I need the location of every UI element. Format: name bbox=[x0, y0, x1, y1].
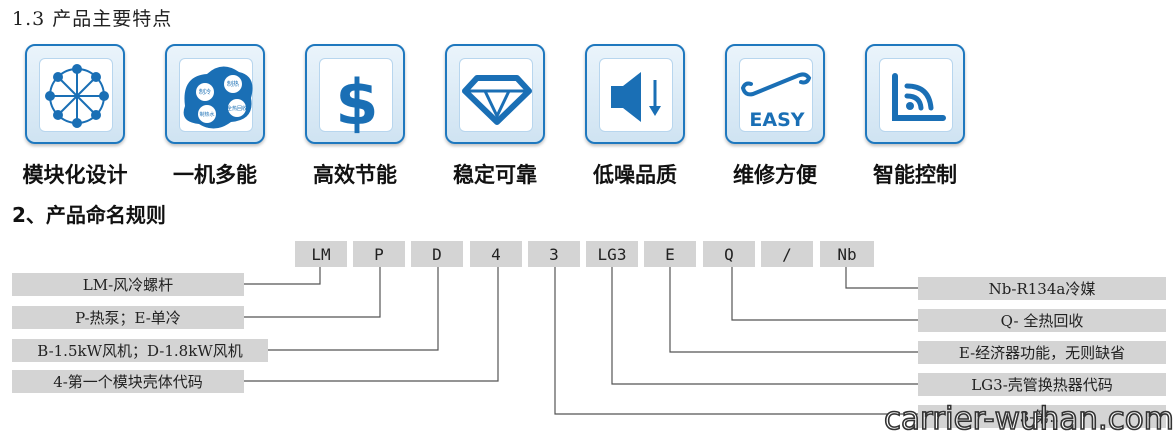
bubble-heat-recovery: 全热回收 bbox=[227, 105, 247, 112]
easy-badge: EASY bbox=[749, 109, 804, 131]
feature-label-maintenance: 维修方便 bbox=[733, 163, 817, 187]
code-part-p: P bbox=[353, 241, 405, 267]
section-title-naming: 2、产品命名规则 bbox=[12, 203, 166, 227]
feature-tile-multi-function: 制冷 制热 全热回收 制热水 bbox=[165, 44, 265, 144]
code-part-lg3: LG3 bbox=[586, 241, 638, 267]
desc-3: 3-第… bbox=[918, 405, 1166, 428]
dollar-icon: $ bbox=[335, 66, 378, 139]
wrench-easy-icon: EASY bbox=[740, 72, 812, 131]
feature-tile-reliability bbox=[445, 44, 545, 144]
desc-q: Q- 全热回收 bbox=[918, 309, 1166, 332]
feature-label-multi-function: 一机多能 bbox=[173, 163, 257, 187]
desc-nb: Nb-R134a冷媒 bbox=[918, 277, 1166, 300]
feature-tile-modular bbox=[25, 44, 125, 144]
svg-text:$: $ bbox=[335, 66, 378, 139]
code-part-lm: LM bbox=[295, 241, 347, 267]
feature-tile-maintenance: EASY bbox=[725, 44, 825, 144]
bubble-heating: 制热 bbox=[227, 80, 239, 88]
code-part-e: E bbox=[644, 241, 696, 267]
desc-e: E-经济器功能，无则缺省 bbox=[918, 341, 1166, 364]
code-part-q: Q bbox=[703, 241, 755, 267]
code-part-nb: Nb bbox=[820, 241, 874, 267]
feature-label-smart-control: 智能控制 bbox=[873, 163, 957, 187]
feature-tile-smart-control bbox=[865, 44, 965, 144]
section-title-features: 1.3 产品主要特点 bbox=[12, 8, 173, 30]
low-noise-icon bbox=[611, 72, 661, 122]
desc-4: 4-第一个模块壳体代码 bbox=[12, 370, 244, 393]
feature-tile-low-noise bbox=[585, 44, 685, 144]
code-part-slash: / bbox=[761, 241, 813, 267]
code-part-4: 4 bbox=[470, 241, 522, 267]
bubble-cooling: 制冷 bbox=[199, 88, 211, 96]
desc-d: B-1.5kW风机；D-1.8kW风机 bbox=[12, 339, 268, 362]
watermark: carrier-wuhan.com bbox=[883, 400, 1175, 438]
diamond-icon bbox=[462, 75, 532, 125]
feature-label-low-noise: 低噪品质 bbox=[593, 163, 677, 187]
bubble-hot-water: 制热水 bbox=[199, 111, 214, 118]
modular-network-icon bbox=[45, 64, 109, 128]
feature-tile-efficiency: $ bbox=[305, 44, 405, 144]
desc-lg3: LG3-壳管换热器代码 bbox=[918, 373, 1166, 396]
feature-label-reliability: 稳定可靠 bbox=[453, 163, 537, 187]
feature-label-efficiency: 高效节能 bbox=[313, 163, 397, 187]
feature-label-modular: 模块化设计 bbox=[22, 163, 128, 187]
wireless-signal-icon bbox=[892, 73, 946, 121]
multi-function-icon: 制冷 制热 全热回收 制热水 bbox=[183, 66, 253, 129]
code-part-3: 3 bbox=[528, 241, 580, 267]
code-part-d: D bbox=[411, 241, 463, 267]
desc-lm: LM-风冷螺杆 bbox=[12, 273, 244, 296]
desc-p: P-热泵；E-单冷 bbox=[12, 306, 244, 329]
